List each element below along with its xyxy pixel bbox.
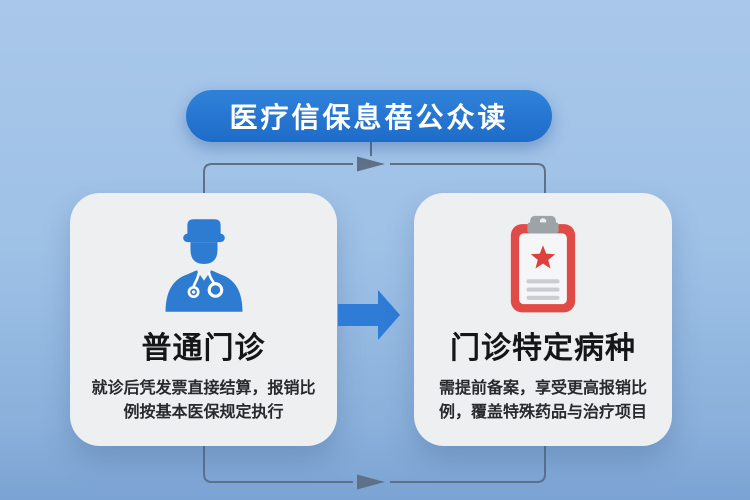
right-arrow-icon xyxy=(338,290,400,340)
connector-top-right xyxy=(390,163,546,194)
card-description-general-outpatient: 就诊后凭发票直接结算，报销比例按基本医保规定执行 xyxy=(91,380,316,421)
card-general-outpatient: 普通门诊 就诊后凭发票直接结算，报销比例按基本医保规定执行 xyxy=(70,193,337,446)
header-banner: 医疗信保息蓓公众读 xyxy=(186,90,552,142)
connector-top-arrowhead xyxy=(357,156,385,172)
connector-bottom-right xyxy=(390,446,546,483)
connector-top-left xyxy=(203,163,353,194)
card-title-special-disease: 门诊特定病种 xyxy=(450,332,636,365)
star-icon xyxy=(530,244,556,269)
card-special-disease: 门诊特定病种 需提前备案，享受更高报销比例，覆盖特殊药品与治疗项目 xyxy=(414,193,672,446)
header-title: 医疗信保息蓓公众读 xyxy=(229,102,509,133)
clipboard-star-icon xyxy=(497,211,589,319)
doctor-icon xyxy=(152,211,256,319)
connector-bottom-left xyxy=(203,446,353,483)
card-description-special-disease: 需提前备案，享受更高报销比例，覆盖特殊药品与治疗项目 xyxy=(438,380,647,421)
card-title-general-outpatient: 普通门诊 xyxy=(141,332,266,365)
connector-bottom-arrowhead xyxy=(357,474,385,490)
